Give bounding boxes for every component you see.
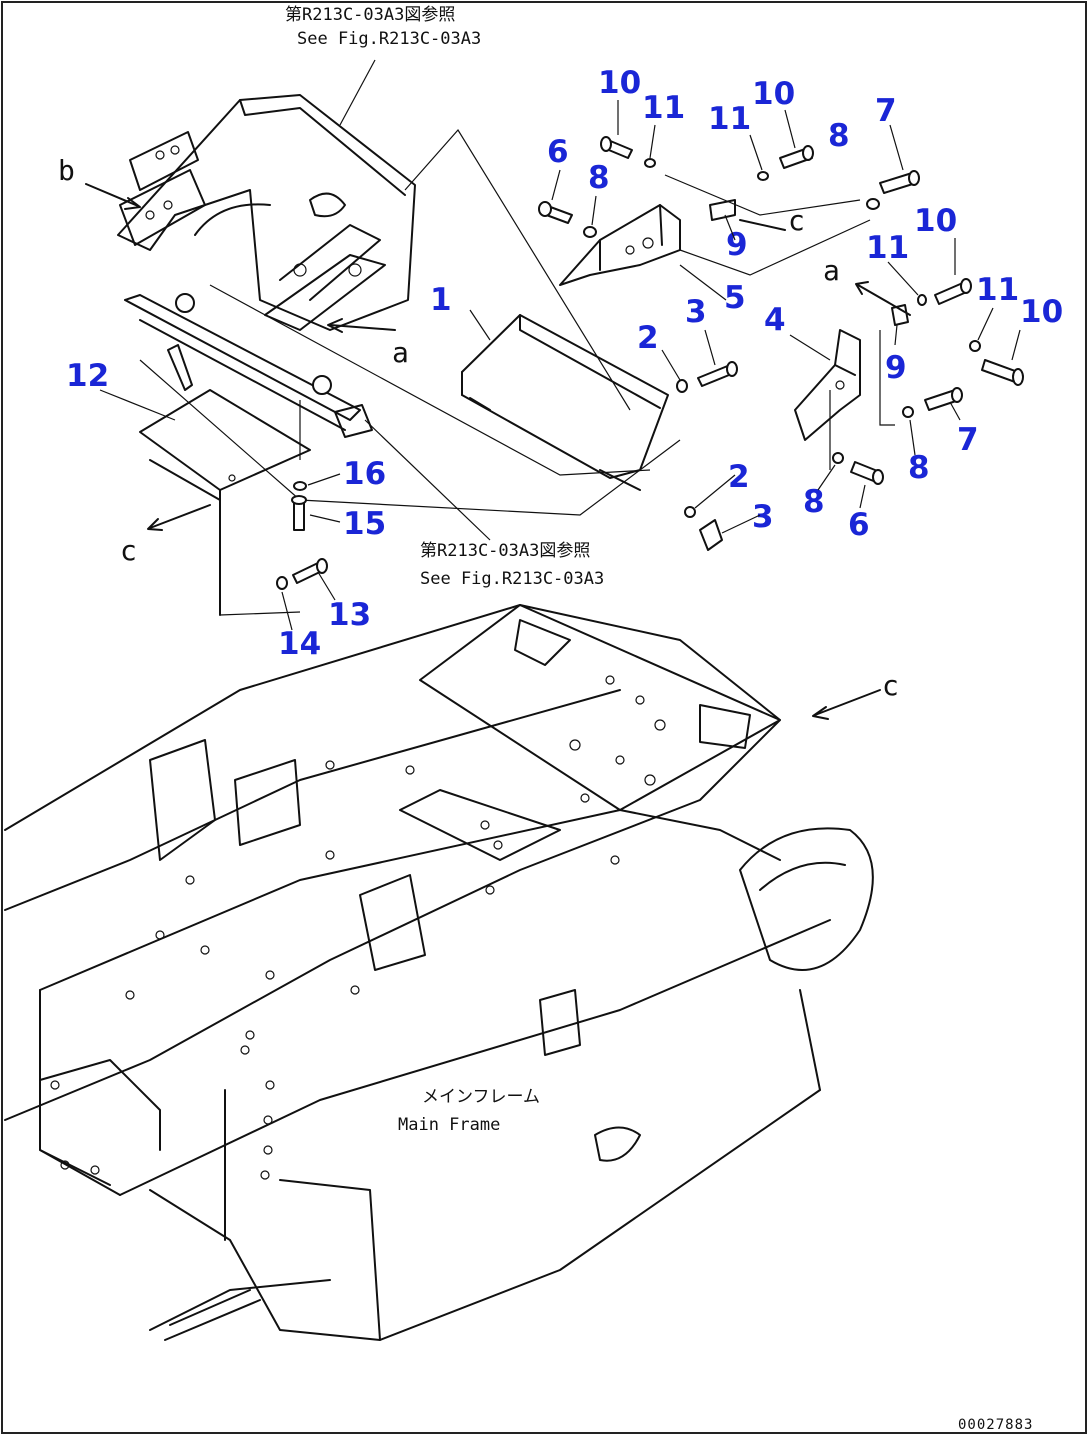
- rivet-hole: [480, 820, 490, 830]
- callout-11: 11: [708, 101, 751, 137]
- main-frame-label-en: Main Frame: [398, 1115, 500, 1135]
- upper-bracket-drawing: [117, 59, 631, 541]
- rivet-holes: [50, 760, 620, 1180]
- view-letter-c: c: [120, 534, 137, 567]
- callout-13: 13: [328, 597, 371, 633]
- rivet-hole: [493, 840, 503, 850]
- callout-10: 10: [752, 76, 795, 112]
- callout-8: 8: [828, 118, 850, 154]
- rivet-hole: [263, 1115, 273, 1125]
- rivet-hole: [263, 1145, 273, 1155]
- callout-7: 7: [957, 422, 979, 458]
- callout-9: 9: [885, 350, 907, 386]
- rivet-hole: [610, 855, 620, 865]
- top-reference-en: See Fig.R213C-03A3: [297, 29, 481, 49]
- rivet-hole: [185, 875, 195, 885]
- rivet-hole: [405, 765, 415, 775]
- rivet-hole: [60, 1160, 70, 1170]
- callouts: 1 2 2 3 3 4 5 6 6 7 7 8 8 8 8 9 9 10 10 …: [66, 65, 1063, 662]
- callout-12: 12: [66, 358, 109, 394]
- rivet-hole: [125, 990, 135, 1000]
- rivet-hole: [90, 1165, 100, 1175]
- callout-3: 3: [752, 499, 774, 535]
- callout-6: 6: [547, 134, 569, 170]
- callout-16: 16: [343, 456, 386, 492]
- callout-15: 15: [343, 506, 386, 542]
- rivet-hole: [240, 1045, 250, 1055]
- callout-10: 10: [914, 203, 957, 239]
- top-reference-jp: 第R213C-03A3図参照: [285, 5, 455, 25]
- cover-plate-part-12: [139, 389, 311, 616]
- callout-8: 8: [908, 450, 930, 486]
- main-frame-drawing: [4, 604, 874, 1341]
- view-letter-c: c: [788, 204, 805, 237]
- rivet-hole: [350, 985, 360, 995]
- rivet-hole: [325, 760, 335, 770]
- rivet-hole: [260, 1170, 270, 1180]
- view-letter-c: c: [882, 669, 899, 702]
- callout-8: 8: [803, 484, 825, 520]
- main-frame-label-jp: メインフレーム: [422, 1087, 540, 1107]
- mid-reference-jp: 第R213C-03A3図参照: [420, 541, 590, 561]
- callout-11: 11: [976, 272, 1019, 308]
- callout-3: 3: [685, 294, 707, 330]
- callout-14: 14: [278, 626, 321, 662]
- callout-11: 11: [642, 90, 685, 126]
- rivet-hole: [580, 793, 590, 803]
- callout-5: 5: [724, 280, 746, 316]
- rivet-hole: [200, 945, 210, 955]
- callout-7: 7: [875, 93, 897, 129]
- rivet-hole: [245, 1030, 255, 1040]
- rivet-hole: [155, 930, 165, 940]
- cover-plate-part-1: [139, 284, 681, 516]
- callout-6: 6: [848, 507, 870, 543]
- callout-9: 9: [726, 227, 748, 263]
- callout-4: 4: [764, 302, 786, 338]
- mid-reference-en: See Fig.R213C-03A3: [420, 569, 604, 589]
- view-letter-b: b: [58, 154, 75, 187]
- view-letter-a: a: [392, 336, 409, 369]
- callout-2: 2: [728, 459, 750, 495]
- callout-2: 2: [637, 320, 659, 356]
- callout-10: 10: [1020, 294, 1063, 330]
- callout-1: 1: [430, 282, 452, 318]
- callout-8: 8: [588, 160, 610, 196]
- rivet-hole: [485, 885, 495, 895]
- rivet-hole: [325, 850, 335, 860]
- view-letter-a: a: [823, 254, 840, 287]
- callout-leaders: [99, 100, 1021, 631]
- document-id: 00027883: [958, 1417, 1033, 1433]
- rivet-hole: [265, 1080, 275, 1090]
- callout-11: 11: [866, 230, 909, 266]
- fasteners: [85, 136, 1024, 720]
- rivet-hole: [50, 1080, 60, 1090]
- callout-10: 10: [598, 65, 641, 101]
- rivet-hole: [265, 970, 275, 980]
